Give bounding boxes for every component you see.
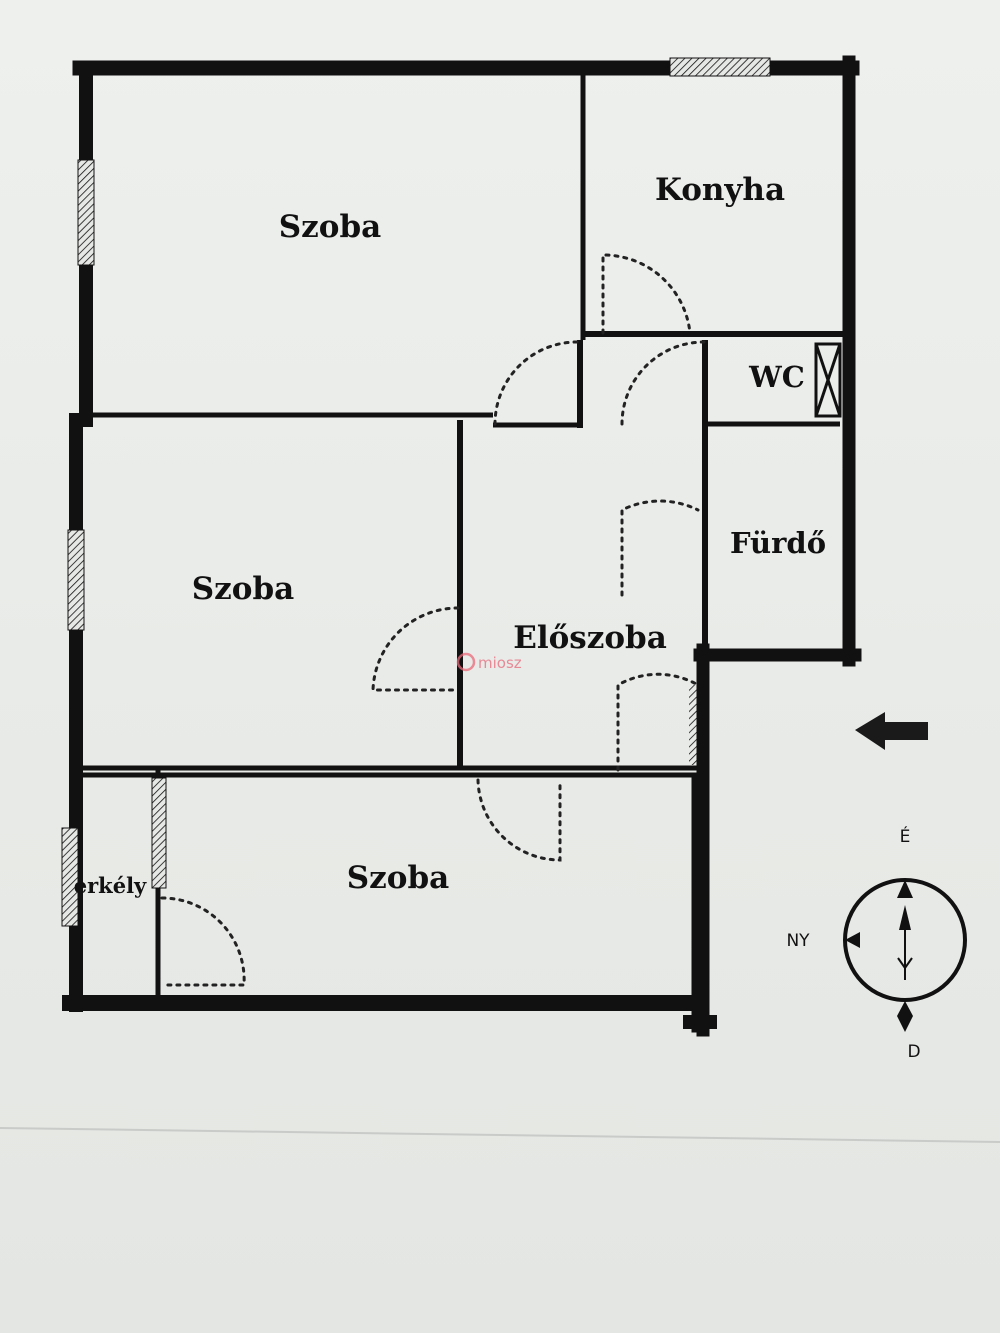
room-label-szoba-middle: Szoba	[192, 571, 294, 607]
entrance-arrow-icon	[855, 712, 928, 750]
door-bathroom	[620, 499, 700, 597]
compass-north-arrow-icon	[897, 880, 913, 898]
compass-needle-icon	[899, 905, 911, 930]
paper-fold-line	[0, 1127, 1000, 1143]
compass-west-arrow-icon	[845, 932, 860, 948]
compass: É NY D	[786, 825, 967, 1062]
watermark: miosz	[456, 652, 522, 672]
door-room-bottom	[476, 778, 562, 862]
watermark-logo-icon	[456, 652, 476, 672]
room-label-konyha: Konyha	[655, 172, 785, 208]
room-label-szoba-top: Szoba	[279, 209, 381, 245]
door-corridor-wc	[620, 340, 706, 426]
entrance-door-hatch	[689, 685, 701, 765]
door-entrance	[616, 672, 700, 772]
room-label-erkely: erkély	[74, 873, 147, 898]
windows	[61, 57, 771, 927]
compass-label-north: É	[900, 825, 911, 847]
room-label-szoba-bottom: Szoba	[347, 860, 449, 896]
room-label-furdo: Fürdő	[730, 526, 826, 560]
door-balcony	[160, 896, 246, 987]
partitions	[80, 72, 843, 1000]
door-room-top	[493, 340, 579, 426]
door-swings	[160, 253, 706, 987]
door-room-middle	[371, 606, 460, 692]
room-label-eloszoba: Előszoba	[513, 620, 667, 656]
compass-label-south: D	[907, 1042, 920, 1062]
compass-label-west: NY	[786, 931, 810, 951]
room-label-wc: WC	[748, 360, 805, 394]
wc-vent	[814, 342, 842, 418]
watermark-text: miosz	[478, 654, 522, 672]
door-kitchen	[601, 253, 692, 335]
compass-south-arrow-icon	[897, 1001, 913, 1032]
